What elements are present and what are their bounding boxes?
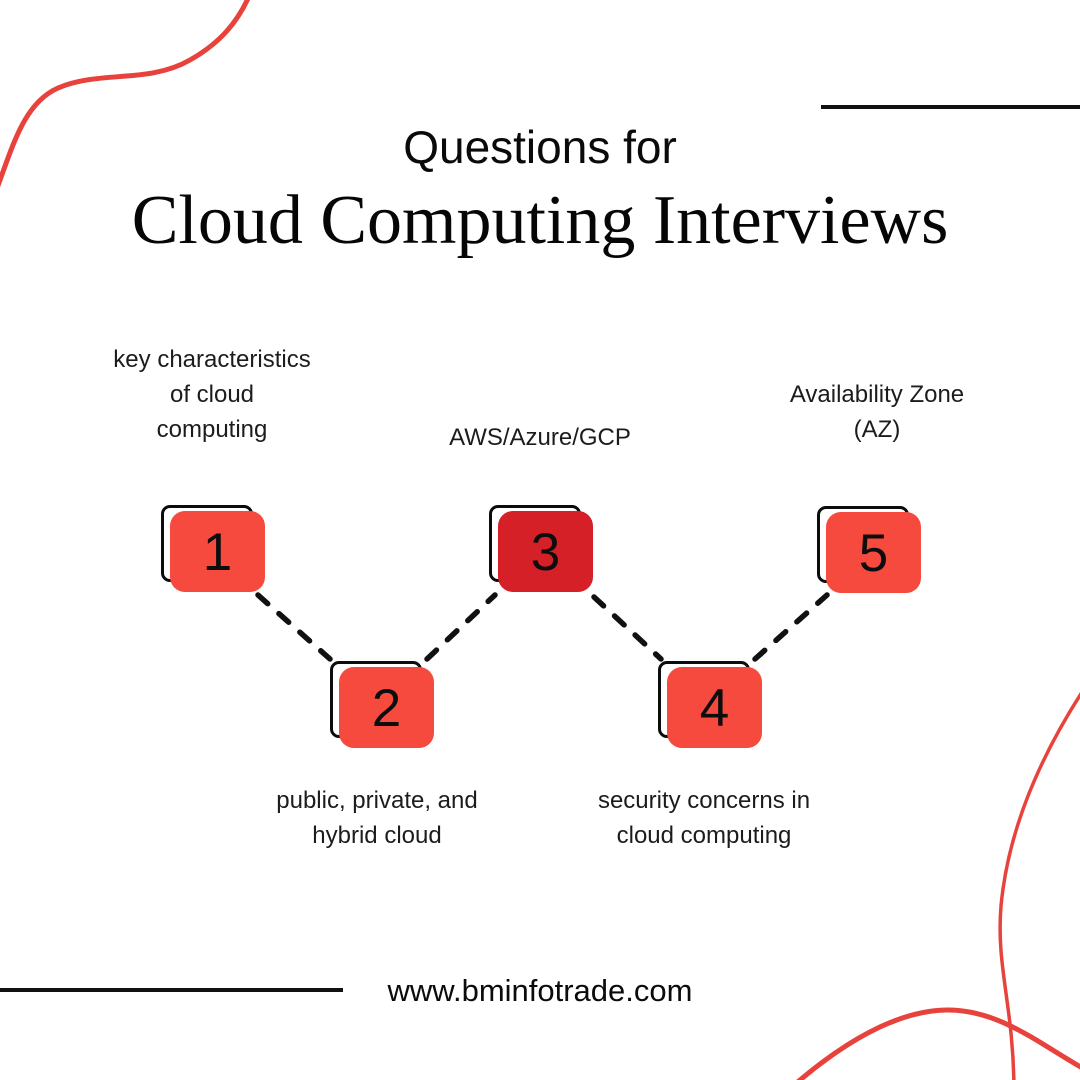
- step-1-label: key characteristics of cloud computing: [113, 346, 311, 443]
- step-5-red-box: 5: [826, 512, 921, 593]
- step-4-number: 4: [699, 679, 730, 738]
- step-1-marker: 1: [161, 505, 267, 593]
- step-3-marker: 3: [489, 505, 595, 593]
- website-url: www.bminfotrade.com: [387, 973, 693, 1008]
- step-3-number: 3: [530, 523, 561, 582]
- step-1-red-box: 1: [170, 511, 265, 592]
- step-2-label: public, private, and hybrid cloud: [276, 787, 478, 849]
- bottom-right-thin-curve: [998, 692, 1080, 1080]
- step-5-number: 5: [858, 524, 889, 583]
- page-subtitle: Questions for: [403, 121, 677, 173]
- step-4-label: security concerns in cloud computing: [597, 787, 811, 849]
- connector-1-2: [255, 592, 333, 662]
- connector-4-5: [752, 592, 830, 662]
- bottom-left-divider-line: [0, 988, 343, 992]
- page-title: Cloud Computing Interviews: [131, 182, 949, 259]
- step-3-label: AWS/Azure/GCP: [449, 424, 631, 451]
- step-3-red-box: 3: [498, 511, 593, 592]
- step-2-marker: 2: [330, 661, 436, 749]
- connector-2-3: [424, 592, 498, 662]
- step-1-number: 1: [202, 523, 233, 582]
- step-5-marker: 5: [817, 506, 923, 594]
- bottom-right-arc-curve: [796, 1007, 1080, 1080]
- step-2-red-box: 2: [339, 667, 434, 748]
- step-2-number: 2: [371, 679, 402, 738]
- connector-3-4: [591, 594, 664, 662]
- step-5-label: Availability Zone (AZ): [789, 381, 965, 443]
- top-right-divider-line: [821, 105, 1080, 109]
- step-4-marker: 4: [658, 661, 764, 749]
- step-4-red-box: 4: [667, 667, 762, 748]
